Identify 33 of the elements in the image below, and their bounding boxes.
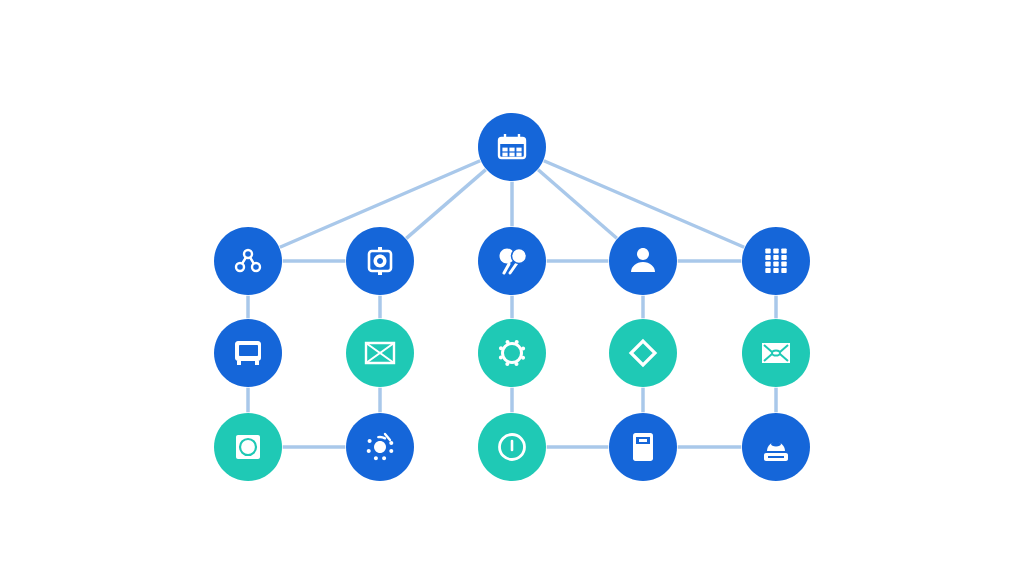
connector-line [543, 159, 745, 249]
connector-line [537, 168, 618, 240]
circle-node [346, 413, 414, 481]
circle-node [478, 319, 546, 387]
connector-line [641, 295, 645, 319]
connector-line [282, 259, 346, 263]
connector-line [641, 387, 645, 413]
connector-line [246, 387, 250, 413]
connector-line [246, 295, 250, 319]
circle-node [346, 227, 414, 295]
circle-node [742, 413, 810, 481]
circle-node [609, 227, 677, 295]
connector-line [546, 445, 609, 449]
connector-line [282, 445, 346, 449]
connector-line [510, 387, 514, 413]
connector-line [677, 445, 742, 449]
connector-line [546, 259, 609, 263]
connector-line [677, 259, 742, 263]
circle-node [346, 319, 414, 387]
circle-node [478, 113, 546, 181]
connector-line [510, 181, 514, 227]
connector-line [510, 295, 514, 319]
circle-node [214, 227, 282, 295]
connector-line [774, 387, 778, 413]
connector-line [405, 168, 487, 240]
connector-line [774, 295, 778, 319]
circle-node [478, 413, 546, 481]
circle-node [478, 227, 546, 295]
connector-line [378, 387, 382, 413]
circle-node [609, 319, 677, 387]
circle-node [742, 227, 810, 295]
connector-line [279, 159, 481, 249]
connector-line [378, 295, 382, 319]
